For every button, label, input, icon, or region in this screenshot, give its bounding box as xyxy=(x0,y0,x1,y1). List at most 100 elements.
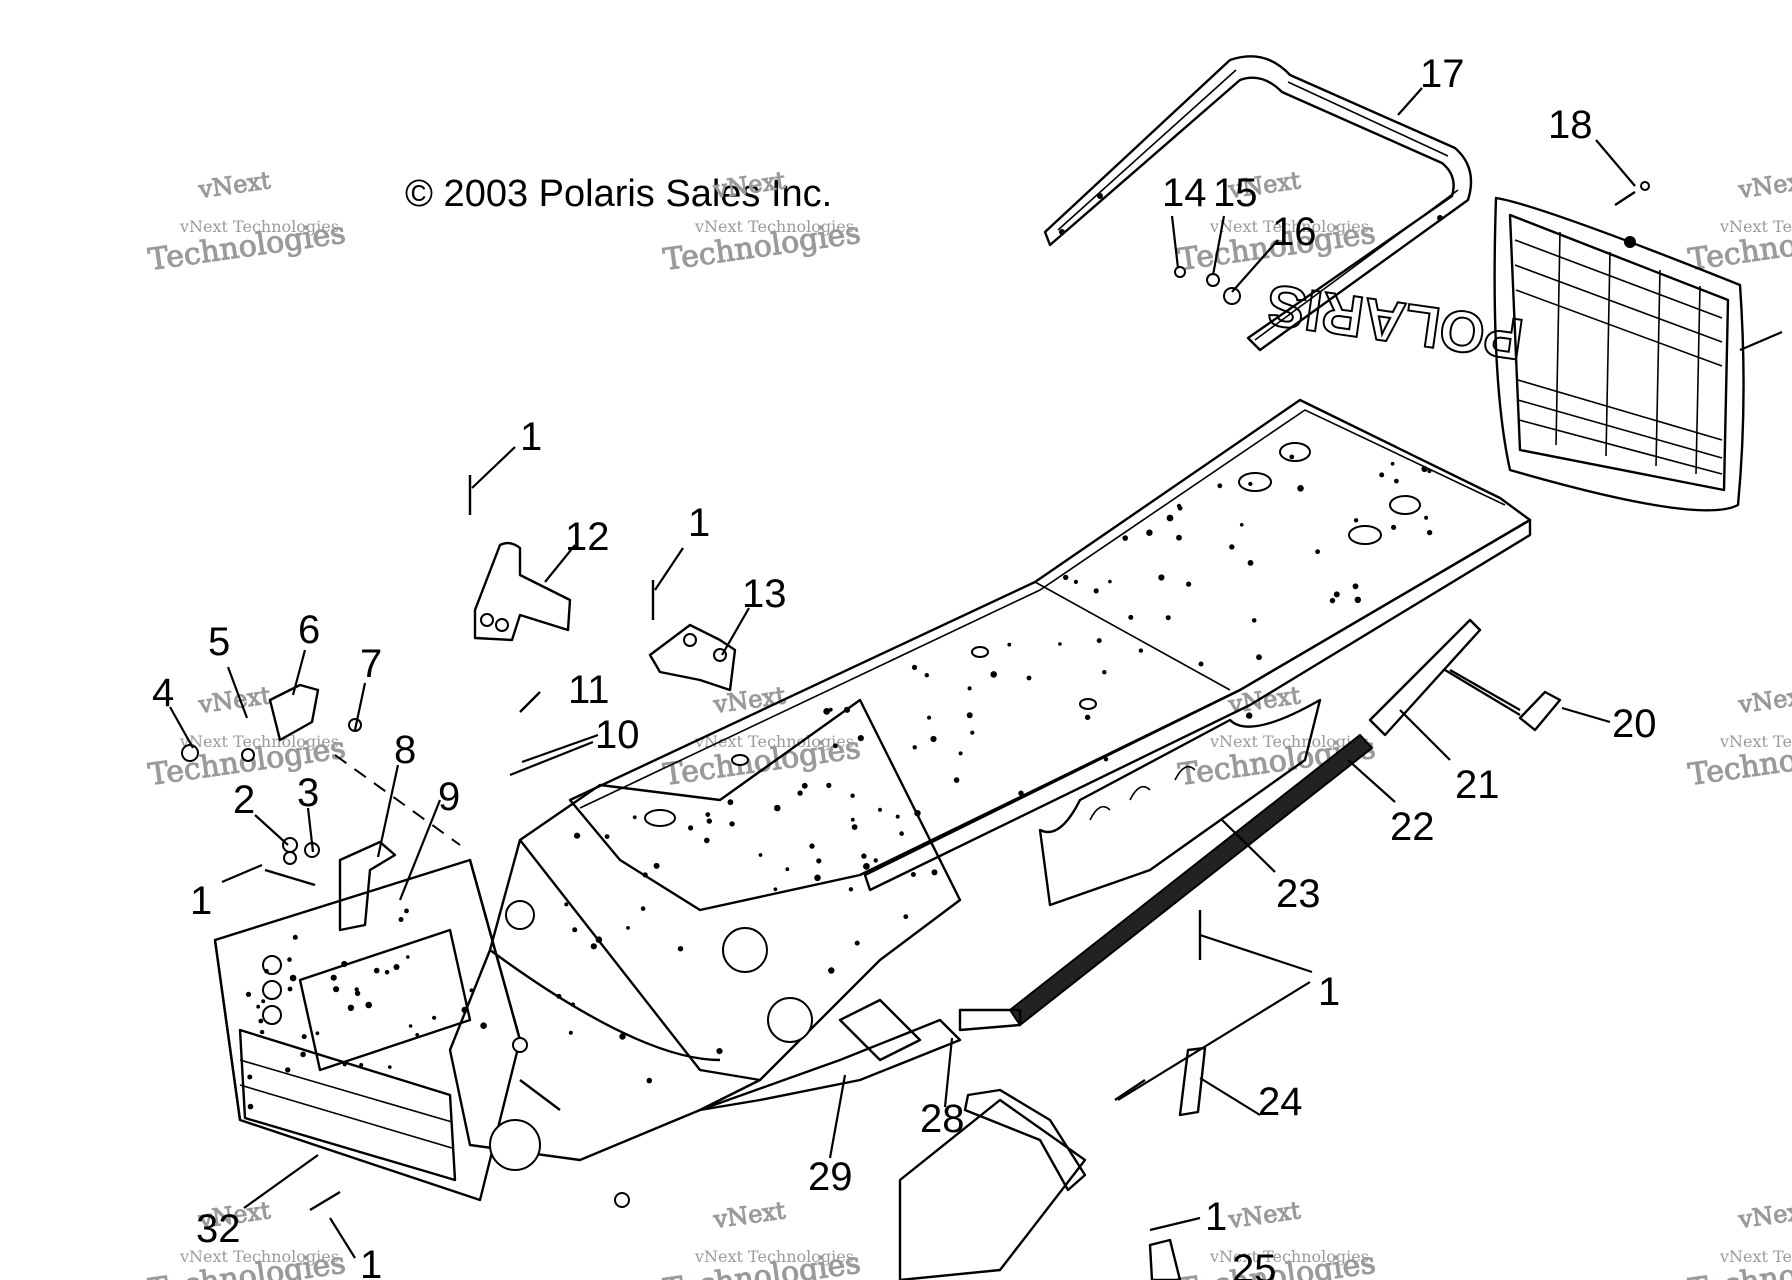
leader-lines xyxy=(169,87,1783,1259)
rivet-dot xyxy=(716,1048,723,1055)
rivet-dot xyxy=(1390,461,1395,466)
watermark-text: vNext Technologies xyxy=(694,732,854,751)
rivet-dot xyxy=(1138,648,1144,653)
watermark-text: vNext Technologies xyxy=(179,217,339,236)
rivet-dot xyxy=(912,745,917,750)
rivet-dot xyxy=(958,751,963,756)
rivet-dot xyxy=(354,987,359,992)
rivet-dot xyxy=(626,926,630,930)
rivet-dot xyxy=(1391,524,1397,530)
rivet-dot xyxy=(1198,661,1204,667)
rivet-dot xyxy=(1333,591,1340,598)
callout-20: 20 xyxy=(1612,702,1657,746)
callout-6: 6 xyxy=(298,608,320,652)
watermark-text: vNext xyxy=(711,1196,787,1234)
watermark-text: vNext Technologies xyxy=(179,1247,339,1266)
rivet-dot xyxy=(773,887,778,892)
watermark-text: vNext Technologies xyxy=(1209,1247,1369,1266)
rivet-dot xyxy=(1256,654,1262,661)
rivet-dot xyxy=(247,1074,253,1080)
hardware-parts xyxy=(181,181,1650,1280)
rivet-dot xyxy=(854,940,860,946)
rivet-dot xyxy=(572,927,578,933)
rivet-dot xyxy=(1073,579,1078,585)
rivet-dot xyxy=(247,1103,254,1110)
watermark-text: vNext Technologies xyxy=(1719,1247,1792,1266)
rivet-dot xyxy=(1248,481,1253,486)
rivet-dot xyxy=(1007,642,1012,647)
rivet-dot xyxy=(1166,514,1174,522)
rivet-dot xyxy=(727,799,734,806)
rivet-dot xyxy=(264,968,269,974)
rivet-dot xyxy=(911,664,918,671)
rivet-dot xyxy=(809,843,815,849)
rivet-dot xyxy=(1426,529,1433,536)
callout-3: 3 xyxy=(297,771,319,815)
callout-4: 4 xyxy=(152,671,174,715)
rivet-dot xyxy=(1102,670,1107,675)
rivet-dot xyxy=(914,810,921,817)
rivet-dot xyxy=(850,793,855,798)
grille-logo-text: POLARIS xyxy=(1263,272,1527,372)
rivet-dot xyxy=(863,863,870,870)
rivet-dot xyxy=(640,906,646,911)
rivet-dot xyxy=(245,991,252,998)
rivet-dot xyxy=(1394,478,1399,484)
rivet-dot xyxy=(354,990,361,996)
rivet-dot xyxy=(899,831,904,836)
callout-18: 18 xyxy=(1548,103,1593,147)
rivet-dot xyxy=(259,1029,265,1035)
rivet-dot xyxy=(873,858,878,863)
rivet-dot xyxy=(556,993,562,999)
rivet-dot xyxy=(347,1004,355,1011)
rivet-dot xyxy=(833,743,838,749)
callout-9: 9 xyxy=(438,775,460,819)
rivet-dot xyxy=(677,946,684,952)
rivet-dot xyxy=(843,706,851,713)
rivet-dot xyxy=(1096,638,1102,644)
rivet-dot xyxy=(646,1077,653,1084)
callout-28: 28 xyxy=(920,1097,965,1141)
rivet-dot xyxy=(604,834,610,839)
rivet-dot xyxy=(990,671,997,678)
watermark-text: vNext xyxy=(196,166,272,204)
rear-bumper-loop xyxy=(1043,55,1473,352)
rivet-dot xyxy=(1063,574,1069,581)
rivet-dot xyxy=(1246,712,1253,719)
watermark-text: vNext Technologies xyxy=(1209,217,1369,236)
callout-1-top: 1 xyxy=(520,415,542,459)
rivet-dot xyxy=(285,1067,291,1073)
rivet-dot xyxy=(287,957,292,962)
rivet-dot xyxy=(574,832,581,839)
callout-1-right: 1 xyxy=(1318,970,1340,1014)
callout-1-bottom: 1 xyxy=(360,1243,382,1280)
callout-29: 29 xyxy=(808,1155,853,1199)
rivet-dot xyxy=(619,1033,626,1040)
watermark-text: vNext Technologies xyxy=(694,217,854,236)
rivet-dot xyxy=(393,964,400,970)
watermark-text: vNext xyxy=(1736,166,1792,204)
rivet-dot xyxy=(653,862,660,869)
rivet-dot xyxy=(1018,790,1024,796)
watermark-text: vNext xyxy=(1226,1196,1302,1234)
watermark-text: vNext xyxy=(1226,681,1302,719)
callout-32: 32 xyxy=(196,1207,241,1251)
rivet-dot xyxy=(404,908,409,914)
rivet-dot xyxy=(333,986,340,993)
rivet-dot xyxy=(1026,675,1032,681)
callout-21: 21 xyxy=(1455,763,1500,807)
callout-11: 11 xyxy=(568,668,610,712)
tunnel-holes xyxy=(262,442,1421,1171)
callout-22: 22 xyxy=(1390,805,1435,849)
rivet-dot xyxy=(1315,549,1320,555)
callout-10: 10 xyxy=(595,713,640,757)
rivet-dot xyxy=(406,955,410,959)
callout-7: 7 xyxy=(360,642,382,686)
rivet-dot xyxy=(903,914,909,920)
